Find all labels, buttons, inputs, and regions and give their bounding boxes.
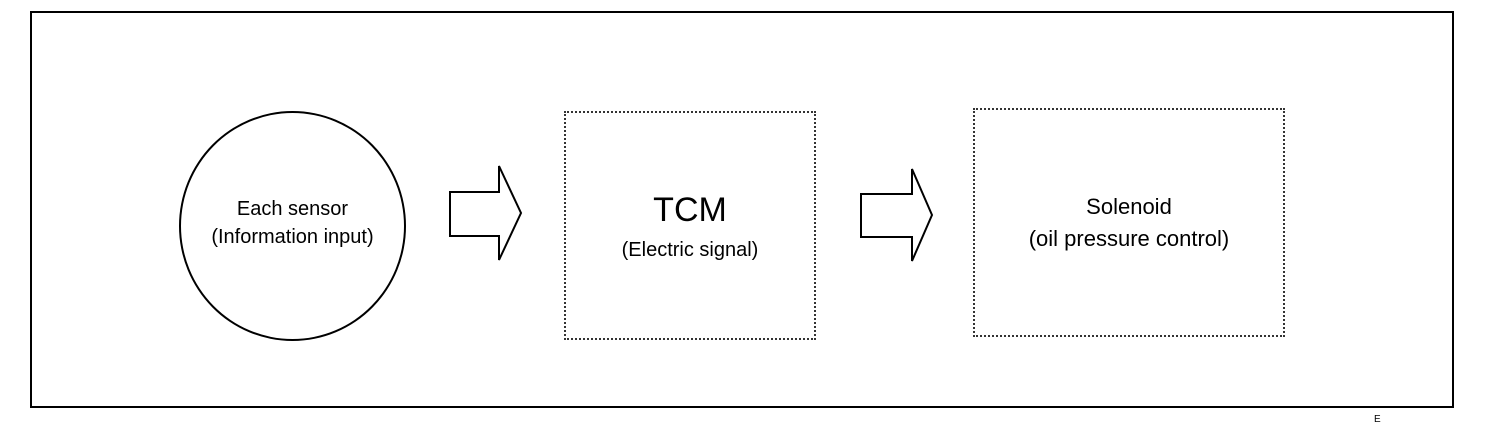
tcm-node: TCM (Electric signal)	[564, 111, 816, 340]
arrow-right-icon	[449, 165, 523, 261]
solenoid-label: Solenoid	[1086, 193, 1172, 219]
arrow-right-icon	[860, 168, 934, 262]
tcm-sublabel: (Electric signal)	[621, 238, 759, 261]
figure-code: E	[1374, 414, 1381, 425]
diagram-frame	[30, 11, 1454, 408]
tcm-label: TCM	[653, 190, 727, 229]
sensor-node: Each sensor (Information input)	[179, 111, 406, 341]
sensor-label: Each sensor	[236, 198, 349, 220]
solenoid-sublabel: (oil pressure control)	[1028, 225, 1230, 251]
solenoid-node: Solenoid (oil pressure control)	[973, 108, 1285, 337]
sensor-sublabel: (Information input)	[211, 226, 374, 248]
